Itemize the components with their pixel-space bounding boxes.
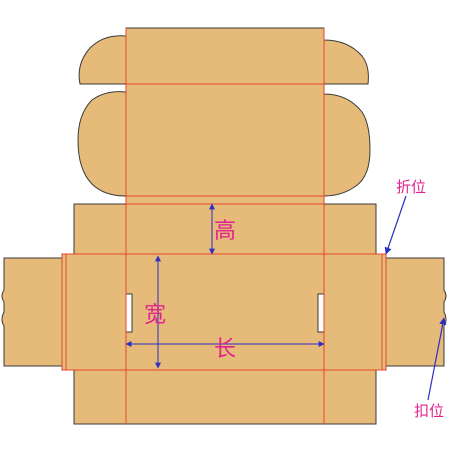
- right-tab-panel: [385, 257, 447, 367]
- front-wall-panel: [73, 369, 377, 425]
- lid-tuck-flap: [78, 27, 369, 85]
- tab-position-pointer: [427, 317, 447, 401]
- width-label: 宽: [144, 303, 166, 328]
- right-wall-panel: [323, 253, 387, 371]
- length-label: 长: [214, 337, 236, 362]
- height-label: 高: [214, 219, 236, 244]
- left-wall-panel: [61, 253, 127, 371]
- fold-position-label: 折位: [396, 178, 426, 196]
- lid-panel: [77, 83, 371, 205]
- left-side-panel: [1, 257, 63, 367]
- tab-position-label: 扣位: [414, 402, 444, 420]
- fold-position-pointer: [384, 195, 407, 255]
